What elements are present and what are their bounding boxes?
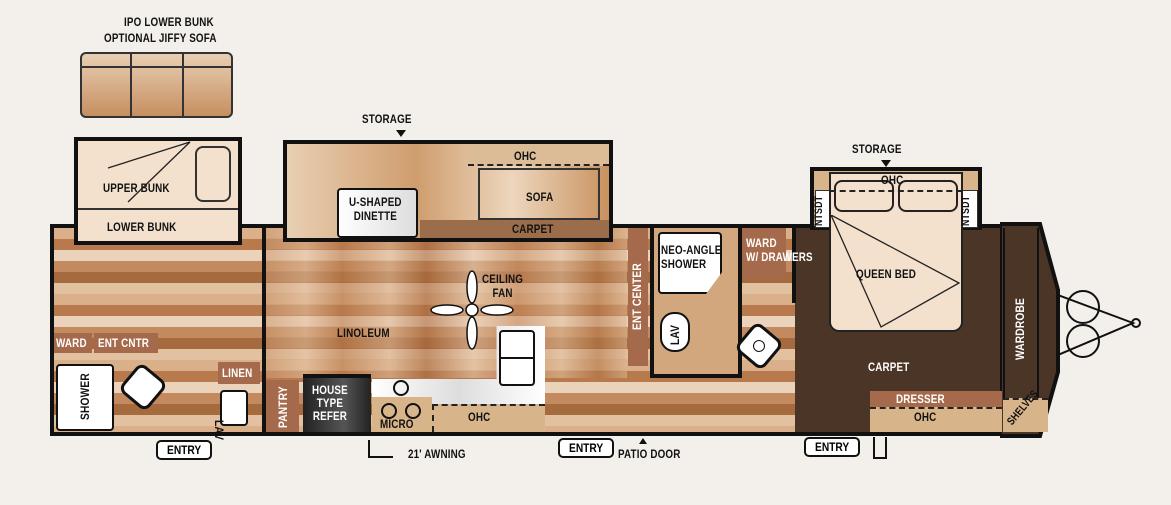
linoleum-label: LINOLEUM [337, 326, 390, 340]
ohc-dresser-label: OHC [914, 410, 937, 424]
neo-angle-shower [658, 232, 722, 294]
front-nose [1000, 222, 1060, 438]
entry-left-door[interactable]: ENTRY [156, 440, 213, 460]
storage-arrow-icon [396, 130, 406, 137]
entry-middle-door[interactable]: ENTRY [558, 438, 615, 458]
sofa-back [80, 66, 233, 68]
ohc-kitchen-label: OHC [468, 410, 491, 424]
stove-burner-icon [393, 380, 409, 396]
lav-right-label: LAV [668, 324, 682, 345]
step-bracket-icon [873, 437, 887, 459]
ent-center-label: ENT CENTER [630, 263, 644, 330]
carpet-slide-label: CARPET [512, 222, 554, 236]
shower [56, 364, 114, 431]
house-type-refer [303, 374, 371, 432]
storage-label: STORAGE [362, 112, 412, 126]
ward-w-drawers-label: WARD W/ DRAWERS [746, 236, 813, 264]
pantry [265, 380, 299, 432]
ent-cntr-label: ENT CNTR [98, 336, 150, 350]
ohc-kitchen [432, 404, 545, 432]
sofa-cushion-divider [130, 52, 132, 118]
patio-door-label: PATIO DOOR [618, 447, 681, 461]
bunk-pillow [195, 146, 231, 202]
upper-bunk-blanket-lines [107, 141, 191, 203]
ward [54, 333, 92, 353]
storage-bedroom-label: STORAGE [852, 142, 902, 156]
pillow-right [898, 180, 958, 212]
micro-label: MICRO [380, 417, 414, 431]
ohc-bedroom-dashed-line [830, 190, 962, 192]
u-shaped-dinette-label: U-SHAPED DINETTE [349, 195, 402, 223]
hitch-icon [1058, 290, 1141, 358]
linen-label: LINEN [222, 366, 253, 380]
wardrobe-label: WARDROBE [1013, 298, 1027, 360]
sofa-outline [478, 168, 600, 220]
sofa-cushion-divider [182, 52, 184, 118]
bunk-divider [78, 208, 238, 210]
awning-bracket-icon [368, 440, 393, 458]
carpet-strip [420, 220, 609, 238]
pillow-left [834, 180, 894, 212]
ntsdt-left-label: NTSDT [813, 195, 825, 226]
ent-cntr [94, 333, 158, 353]
stove-burner-icon [405, 403, 421, 419]
dresser-ohc [870, 407, 1002, 432]
linen [218, 362, 260, 384]
kitchen-sink-divider [499, 357, 535, 359]
stove-burner-icon [381, 403, 397, 419]
ceiling-fan-icon [430, 270, 514, 350]
lower-bunk-label: LOWER BUNK [107, 220, 177, 234]
sofa-label: SOFA [526, 190, 554, 204]
queen-bed [829, 172, 963, 332]
living-floor-overlay [262, 228, 627, 378]
ntsdt-right-label: NTSDT [960, 195, 972, 226]
toilet-right-seat [753, 340, 765, 352]
lav-left-label: LAV [212, 420, 226, 441]
upper-bunk-label: UPPER BUNK [103, 181, 170, 195]
carpet-bedroom-label: CARPET [868, 360, 910, 374]
ohc-bedroom-label: OHC [881, 173, 904, 187]
shelves [1003, 398, 1048, 432]
queen-bed-label: QUEEN BED [856, 267, 916, 281]
interior-wall [262, 228, 266, 432]
bed-blanket-lines [830, 215, 961, 328]
ipo-lower-bunk-label: IPO LOWER BUNK [124, 15, 214, 29]
ward-with-drawers [742, 228, 786, 278]
wardrobe [1003, 228, 1039, 400]
dresser-label: DRESSER [896, 392, 945, 406]
awning-label: 21' AWNING [408, 447, 466, 461]
entry-right-door[interactable]: ENTRY [804, 437, 861, 457]
bunk-slideout [74, 137, 242, 245]
storage-bedroom-arrow-icon [881, 160, 891, 167]
lav-left-sink [220, 390, 248, 426]
patio-door-arrow-icon [639, 438, 647, 444]
dinette-ohc [468, 144, 609, 166]
optional-jiffy-sofa-label: OPTIONAL JIFFY SOFA [104, 31, 217, 45]
bedroom-wall [792, 228, 796, 303]
dresser [870, 391, 1002, 407]
ent-center [628, 228, 648, 366]
shower-label: SHOWER [78, 373, 92, 420]
ohc-dinette-label: OHC [514, 149, 537, 163]
neo-angle-shower-label: NEO-ANGLE SHOWER [661, 243, 722, 271]
ceiling-fan-label: CEILING FAN [482, 272, 524, 300]
house-type-refer-label: HOUSE TYPE REFER [312, 383, 348, 423]
ward-label: WARD [56, 336, 87, 350]
pantry-label: PANTRY [276, 386, 290, 428]
lav-right-sink [660, 312, 690, 352]
dinette-table [337, 188, 418, 238]
optional-jiffy-sofa [80, 52, 233, 118]
